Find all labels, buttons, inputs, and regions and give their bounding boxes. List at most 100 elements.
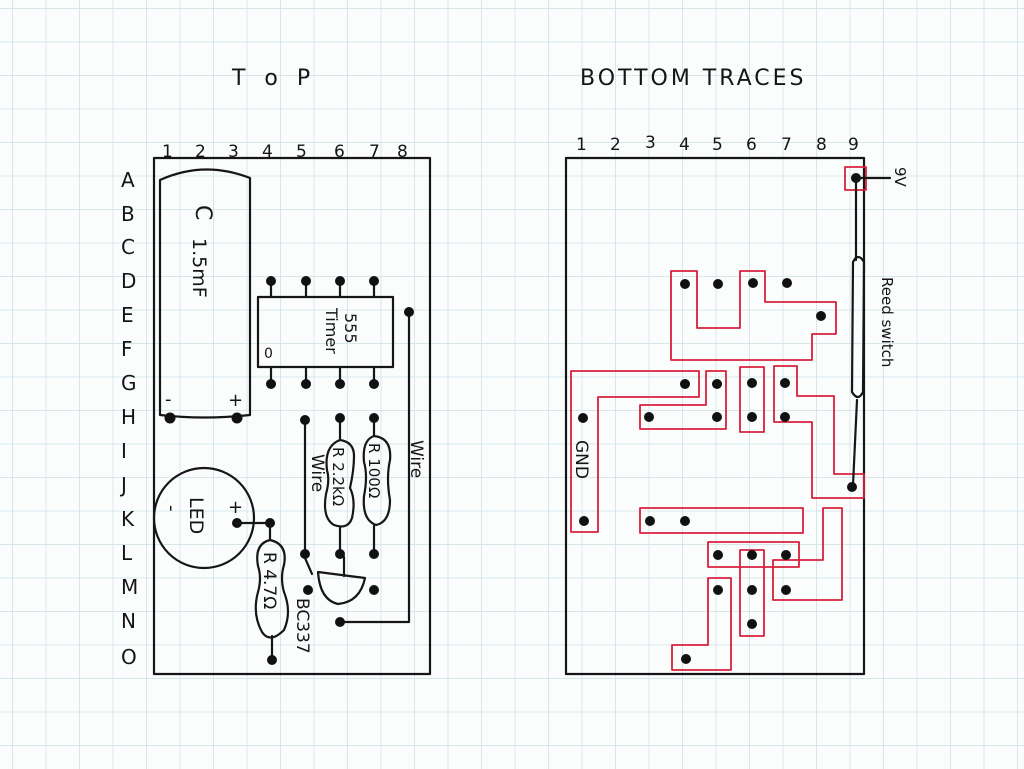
transistor-body [316,570,367,606]
pad-h3 [644,412,654,422]
row-j: J [119,473,127,497]
resistor-4r7-body [254,525,290,659]
trace-upper-bus [670,270,837,361]
bottom-col-4: 4 [679,135,690,155]
top-row-letters: A B C D E F G H I J K L M N O [119,168,138,669]
timer-pin-5 [369,276,379,286]
bottom-col-1: 1 [576,135,587,155]
resistor-100r-pin-bottom [369,549,379,559]
resistor-2k2-pin-bottom [335,549,345,559]
timer-pin-4 [369,379,379,389]
pad-a9 [851,173,861,183]
row-g: G [121,371,137,395]
reed-glass-body [850,255,866,399]
pad-g7 [780,378,790,388]
pad-j9 [847,482,857,492]
top-column-numbers: 1 2 3 4 5 6 7 8 [162,142,408,162]
pad-l6 [747,550,757,560]
timer-pin-8 [266,276,276,286]
led-plus: + [228,497,243,518]
wire-2-label: Wire [406,440,426,478]
wire-2-pin-top [404,307,414,317]
pad-d4 [680,279,690,289]
pad-h6 [747,412,757,422]
trace-mid-bridge [639,507,804,534]
capacitor-label: C [190,205,215,220]
timer-body [256,295,395,369]
timer-pin-2 [301,379,311,389]
resistor-2k2: R 2.2kΩ [323,413,356,559]
bottom-column-numbers: 1 2 3 4 5 6 7 8 9 [576,133,859,155]
capacitor-pin-minus [164,412,176,424]
row-k: K [121,507,135,531]
row-d: D [121,269,136,293]
row-b: B [121,202,135,226]
row-f: F [121,337,133,361]
bottom-col-3: 3 [645,133,656,153]
led-label: LED [185,497,207,534]
pad-l5 [713,550,723,560]
transistor-label: BC337 [292,598,312,654]
trace-lower-bar [707,541,800,568]
top-col-3: 3 [228,142,239,162]
transistor-legs [303,555,346,578]
pad-m7 [781,585,791,595]
row-n: N [121,609,136,633]
resistor-2k2-label: R 2.2kΩ [329,447,347,506]
row-o: O [121,645,137,669]
gnd-label: GND [571,440,591,479]
timer-legs [269,282,376,384]
bottom-board-outline [564,156,866,676]
resistor-100r: R 100Ω [362,413,392,559]
wire-2-pin-bottom [335,617,345,627]
timer-label-line1: 555 [341,313,360,344]
top-title: T o P [231,66,316,91]
resistor-100r-pin-top [369,413,379,423]
capacitor: C 1.5mF - + [158,168,252,424]
top-col-6: 6 [334,142,345,162]
pad-m6 [747,585,757,595]
timer-555: 555 Timer 0 [256,276,395,389]
capacitor-value: 1.5mF [188,238,210,298]
resistor-4r7-pin [267,655,277,665]
timer-pin-6 [335,276,345,286]
battery-lead: 9V [856,167,909,188]
pad-k1 [579,516,589,526]
pad-h5 [712,412,722,422]
top-col-1: 1 [162,142,173,162]
pad-e8 [816,311,826,321]
wire-1-pin-top [300,415,310,425]
timer-pin-1 [266,379,276,389]
trace-lower-column [739,549,765,637]
trace-gnd [570,370,700,533]
row-m: M [121,575,138,599]
transistor-bc337: BC337 [292,555,379,654]
pad-d6 [748,278,758,288]
led-minus: - [161,505,182,512]
row-h: H [121,405,136,429]
transistor-pin-e [303,585,313,595]
capacitor-body [158,168,252,419]
trace-left-loop [639,370,727,430]
pad-h1 [578,413,588,423]
trace-reed-link [773,365,865,499]
capacitor-minus: - [165,389,172,410]
wire-2-line [340,311,411,624]
led-body [152,466,256,570]
trace-mid-column [739,366,765,433]
pad-m5 [713,585,723,595]
resistor-4r7-label: R 4.7Ω [259,552,279,609]
pad-d5 [713,279,723,289]
timer-pin-3 [335,379,345,389]
timer-label-line2: Timer [322,307,341,354]
row-i: I [121,439,127,463]
resistor-100r-label: R 100Ω [365,443,383,498]
wire-1-label: Wire [307,454,327,492]
reed-switch-label: Reed switch [878,277,896,367]
resistor-2k2-pin-top [335,413,345,423]
pad-h7 [780,412,790,422]
pad-g4 [680,379,690,389]
top-col-2: 2 [195,142,206,162]
timer-pin-7 [301,276,311,286]
row-c: C [121,235,135,259]
